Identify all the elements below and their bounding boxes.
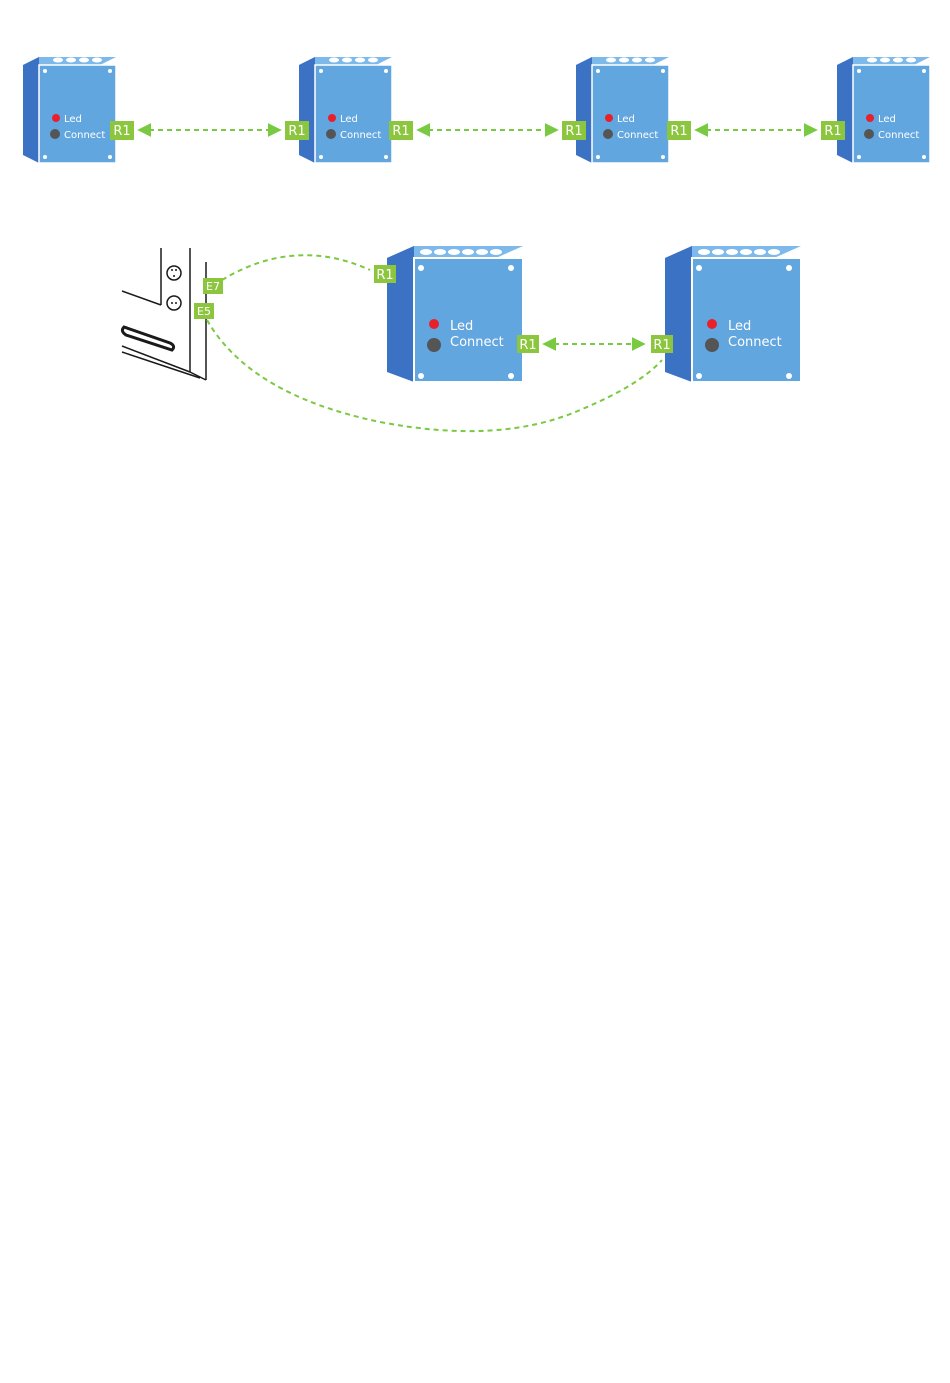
led-indicator-icon	[328, 114, 336, 122]
svg-text:R1: R1	[392, 124, 409, 139]
port-tag: R1	[374, 265, 396, 283]
svg-text:E5: E5	[197, 305, 211, 318]
port-tag: R1	[285, 121, 309, 140]
connect-indicator-icon	[326, 129, 336, 139]
svg-text:R1: R1	[519, 338, 536, 353]
connect-indicator-icon	[603, 129, 613, 139]
connect-label: Connect	[728, 335, 782, 350]
connect-label: Connect	[340, 130, 381, 141]
connect-indicator-icon	[50, 129, 60, 139]
module-box: Led Connect	[576, 57, 669, 163]
svg-text:R1: R1	[288, 124, 305, 139]
module-box: Led Connect	[387, 246, 523, 382]
connect-indicator-icon	[864, 129, 874, 139]
led-label: Led	[450, 319, 473, 334]
module-box: Led Connect	[665, 246, 801, 382]
led-indicator-icon	[52, 114, 60, 122]
port-tag: R1	[821, 121, 845, 140]
panel-device-icon	[122, 248, 206, 380]
connect-indicator-icon	[705, 338, 719, 352]
module-box: Led Connect	[23, 57, 116, 163]
port-tag: E7	[203, 278, 223, 294]
connect-label: Connect	[617, 130, 658, 141]
svg-text:R1: R1	[824, 124, 841, 139]
connection-line	[222, 255, 370, 280]
led-label: Led	[878, 114, 896, 125]
port-tag: E5	[194, 303, 214, 319]
connect-label: Connect	[878, 130, 919, 141]
port-tag: R1	[110, 121, 134, 140]
connect-label: Connect	[64, 130, 105, 141]
svg-text:R1: R1	[565, 124, 582, 139]
port-dots	[171, 269, 177, 304]
svg-text:R1: R1	[670, 124, 687, 139]
port-tag: R1	[667, 121, 691, 140]
svg-text:R1: R1	[113, 124, 130, 139]
connect-indicator-icon	[427, 338, 441, 352]
port-tag: R1	[389, 121, 413, 140]
module-box: Led Connect	[299, 57, 392, 163]
connect-label: Connect	[450, 335, 504, 350]
led-label: Led	[64, 114, 82, 125]
svg-text:R1: R1	[376, 268, 393, 283]
led-indicator-icon	[429, 319, 439, 329]
led-label: Led	[617, 114, 635, 125]
port-tag: R1	[562, 121, 586, 140]
svg-text:E7: E7	[206, 280, 220, 293]
led-label: Led	[340, 114, 358, 125]
module-box: Led Connect	[837, 57, 930, 163]
svg-text:R1: R1	[653, 338, 670, 353]
led-indicator-icon	[866, 114, 874, 122]
led-label: Led	[728, 319, 751, 334]
port-tag: R1	[651, 335, 673, 353]
port-tag: R1	[517, 335, 539, 353]
led-indicator-icon	[707, 319, 717, 329]
led-indicator-icon	[605, 114, 613, 122]
